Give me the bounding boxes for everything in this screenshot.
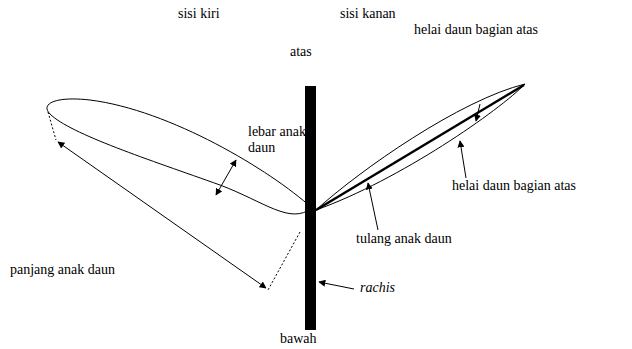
part-label: helai daun bagian atas bbox=[414, 22, 538, 38]
part-label: helai daun bagian atas bbox=[452, 178, 576, 194]
direction-label: bawah bbox=[280, 331, 317, 347]
leader-arrow bbox=[460, 141, 466, 178]
leader-arrow bbox=[368, 183, 378, 230]
leader-arrow bbox=[319, 282, 354, 289]
dimension-label: lebar anak daun bbox=[248, 124, 318, 156]
extension-line bbox=[268, 232, 300, 290]
extension-line bbox=[48, 112, 56, 140]
part-label: tulang anak daun bbox=[356, 231, 452, 247]
width-dimension bbox=[216, 160, 236, 195]
rachis-bar bbox=[305, 86, 316, 330]
side-label: sisi kanan bbox=[340, 6, 396, 22]
side-label: sisi kiri bbox=[178, 6, 220, 22]
part-label: rachis bbox=[360, 280, 395, 296]
direction-label: atas bbox=[290, 44, 312, 60]
left-leaflet bbox=[47, 99, 312, 214]
dimension-label: panjang anak daun bbox=[10, 262, 115, 278]
leader-arrow bbox=[476, 104, 480, 121]
